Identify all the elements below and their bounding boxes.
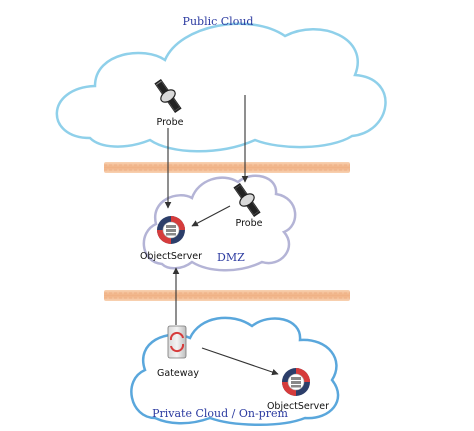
objectserver-icon	[157, 216, 185, 244]
objectserver-dmz: ObjectServer	[140, 216, 202, 262]
firewall-bottom	[104, 290, 350, 301]
firewall-top	[104, 162, 350, 173]
public-cloud: Public Cloud	[55, 15, 387, 153]
public-cloud-label: Public Cloud	[183, 15, 254, 28]
arrow-gateway-to-private-objectserver	[201, 347, 279, 376]
arrow-dmz-probe-to-objectserver	[191, 205, 231, 227]
connections	[164, 95, 279, 376]
probe-dmz: Probe	[233, 182, 263, 229]
objectserver-dmz-label: ObjectServer	[140, 251, 202, 262]
objectserver-private-label: ObjectServer	[267, 401, 329, 412]
dmz-cloud: DMZ	[142, 174, 297, 272]
probe-dmz-label: Probe	[236, 218, 263, 229]
private-cloud-label: Private Cloud / On-prem	[152, 407, 288, 420]
gateway-icon	[167, 325, 187, 359]
probe-public-label: Probe	[157, 117, 184, 128]
objectserver-icon	[282, 368, 310, 396]
dmz-label: DMZ	[217, 251, 245, 264]
gateway-label: Gateway	[157, 368, 199, 379]
satellite-icon	[154, 78, 182, 114]
satellite-icon	[233, 182, 261, 218]
gateway: Gateway	[157, 325, 199, 379]
objectserver-private: ObjectServer	[267, 368, 329, 412]
probe-public: Probe	[154, 78, 184, 128]
